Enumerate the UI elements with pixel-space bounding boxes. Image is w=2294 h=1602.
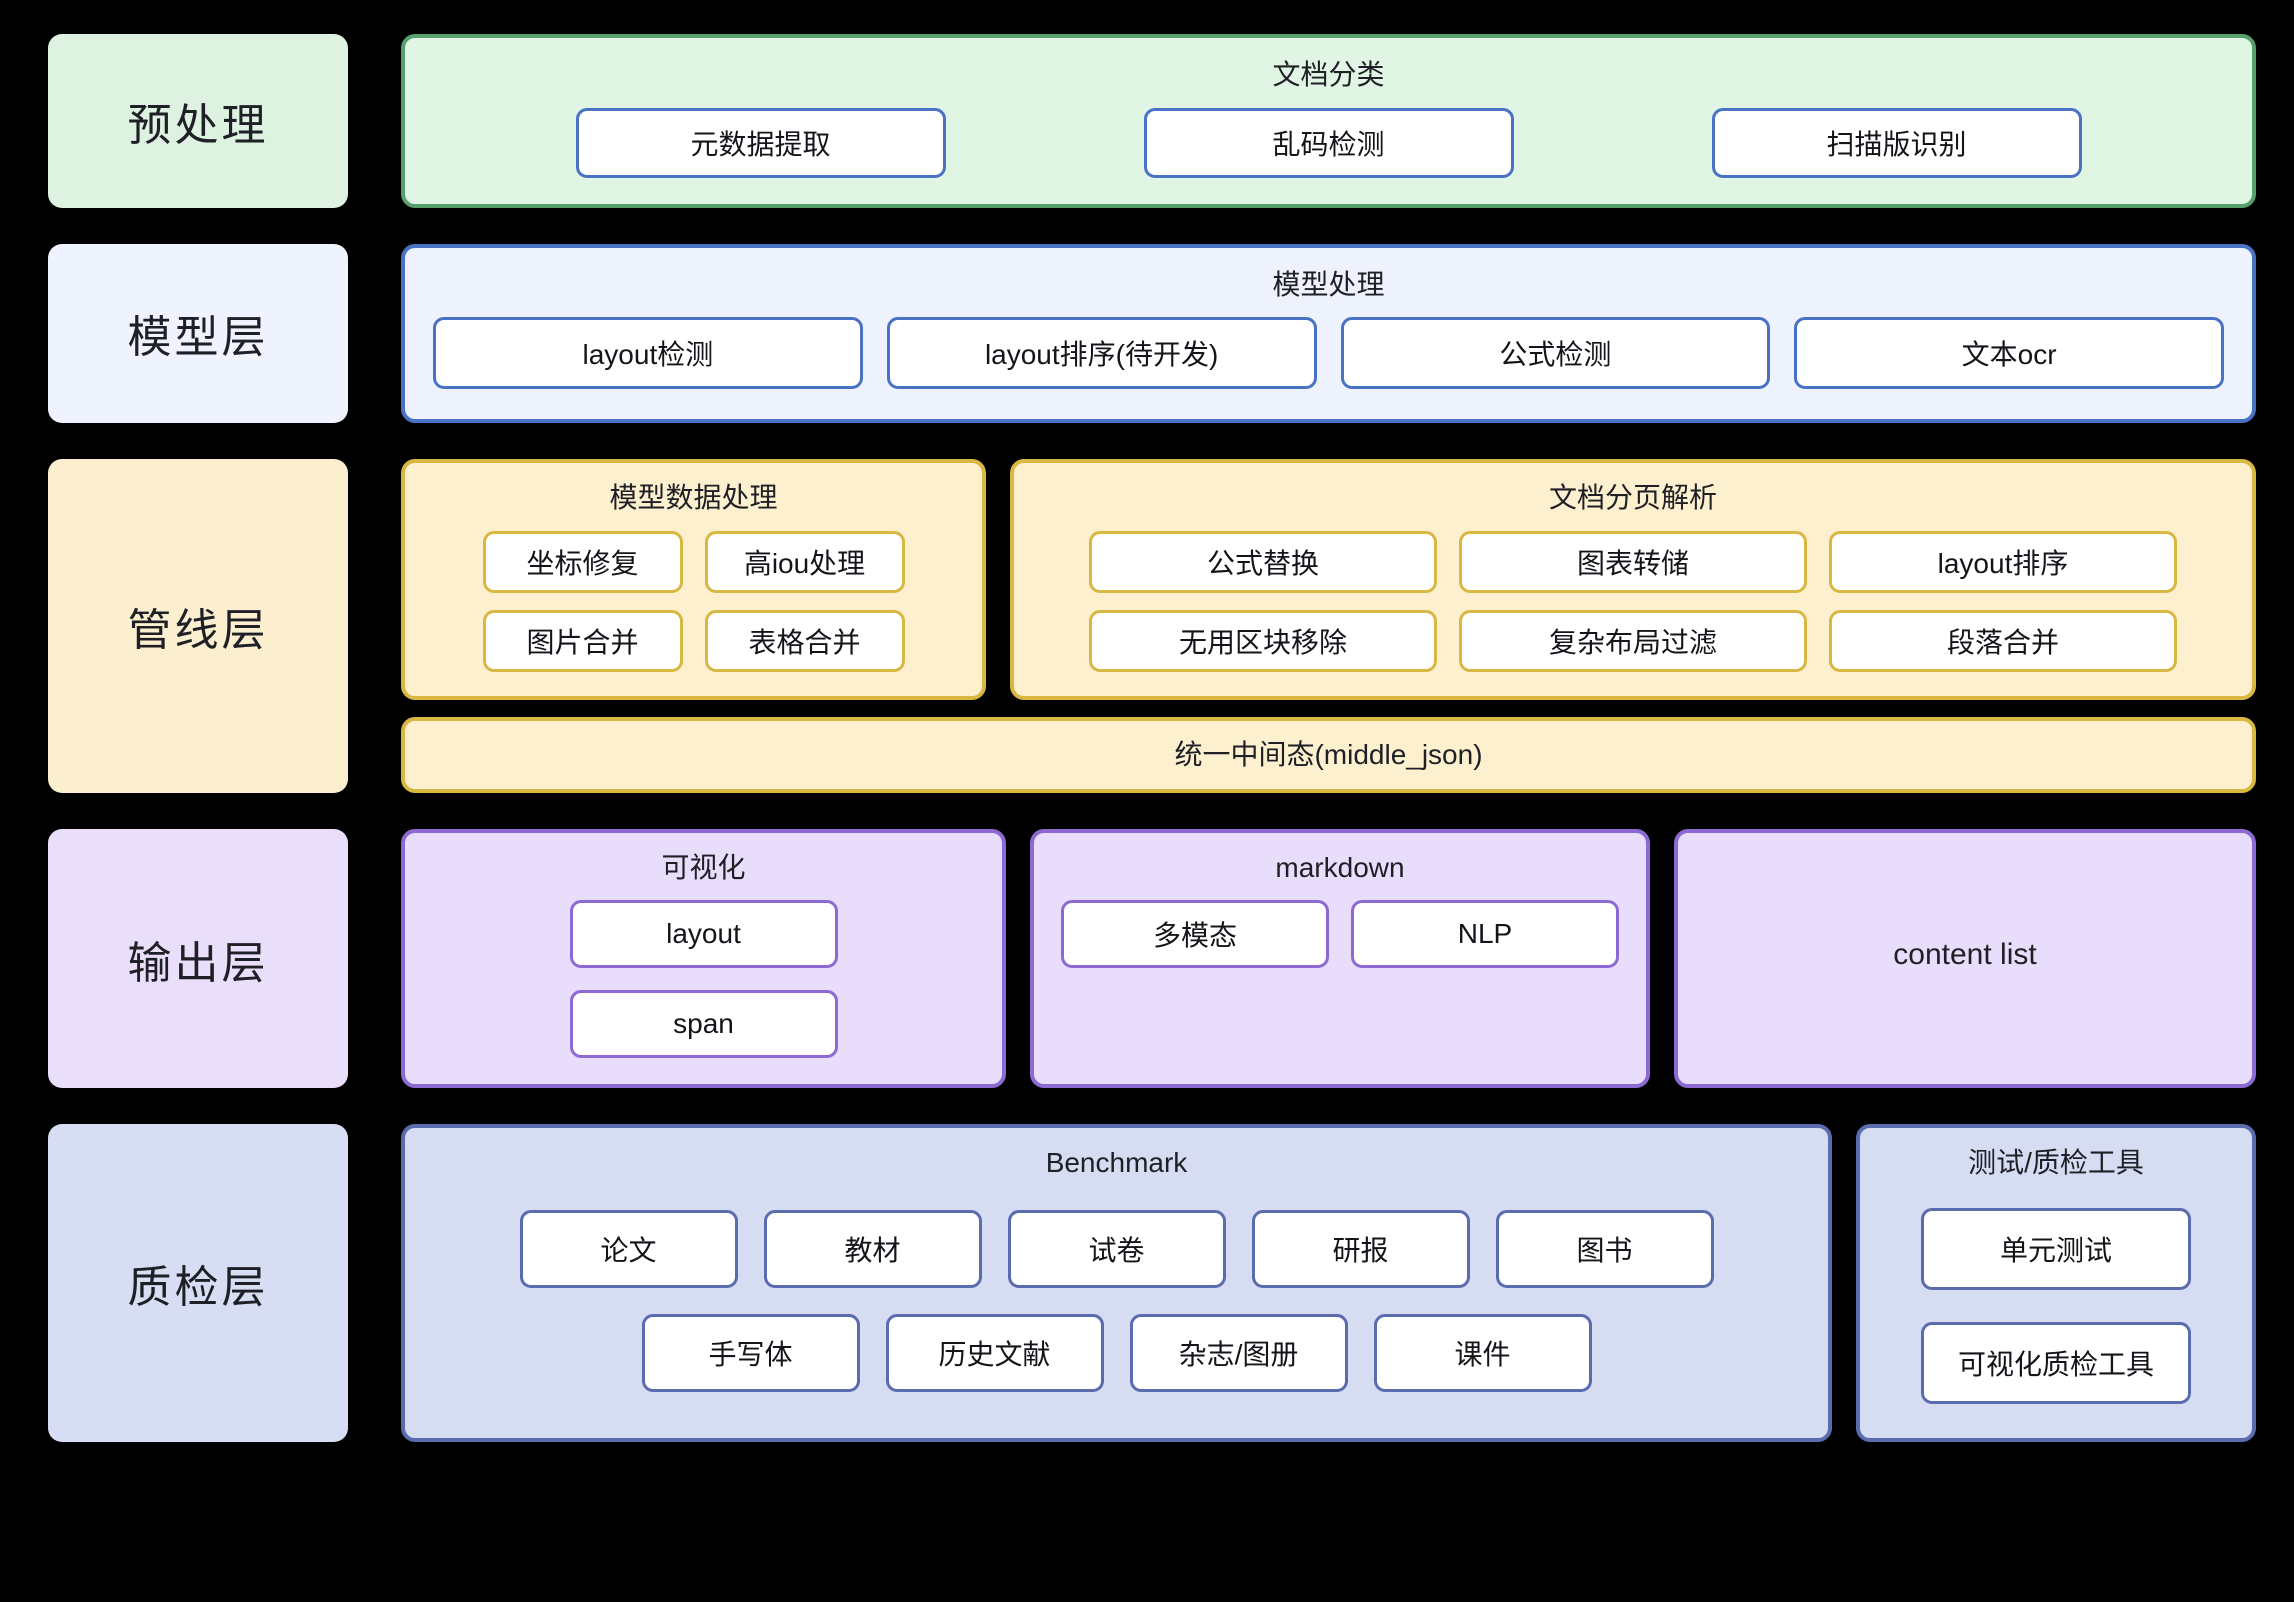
layer-label-text: 管线层 [127,605,269,655]
chip-coordinate-repair[interactable]: 坐标修复 [482,530,683,593]
group-panel-benchmark: Benchmark 论文 教材 试卷 研报 图书 手写体 历史文献 杂志/图册 … [401,1124,1832,1442]
chip-row: 元数据提取 乱码检测 扫描版识别 [431,107,2226,178]
group-panel-model-processing: 模型处理 layout检测 layout排序(待开发) 公式检测 文本ocr [401,243,2256,424]
layer-body-pipeline: 模型数据处理 坐标修复 高iou处理 图片合并 表格合并 文档分页解析 [401,459,2256,793]
chip-exam[interactable]: 试卷 [1007,1209,1226,1288]
chip-layout-detect[interactable]: layout检测 [433,317,863,390]
group-panel-document-classification: 文档分类 元数据提取 乱码检测 扫描版识别 [401,34,2256,208]
chip-chart-store[interactable]: 图表转储 [1459,530,1807,593]
chip-textbook[interactable]: 教材 [763,1209,982,1288]
layer-label-text: 预处理 [127,100,269,150]
group-panel-document-page-parsing: 文档分页解析 公式替换 图表转储 layout排序 无用区块移除 复杂布局过滤 … [1010,459,2256,700]
banner-middle-json: 统一中间态(middle_json) [401,716,2256,793]
chip-table-merge[interactable]: 表格合并 [704,609,905,672]
chip-layout-order[interactable]: layout排序 [1829,530,2177,593]
chip-multimodal[interactable]: 多模态 [1061,900,1329,969]
layer-label-model: 模型层 [48,243,348,424]
layer-label-qa: 质检层 [48,1124,348,1442]
layer-row-pipeline: 管线层 模型数据处理 坐标修复 高iou处理 图片合并 表格合并 [48,459,2256,793]
group-title: 文档分页解析 [1548,482,1717,514]
group-panel-visualization: 可视化 layout span [401,828,1006,1089]
chip-magazine-album[interactable]: 杂志/图册 [1129,1313,1348,1392]
group-panel-test-qa-tools: 测试/质检工具 单元测试 可视化质检工具 [1856,1124,2256,1442]
chip-useless-block-remove[interactable]: 无用区块移除 [1089,609,1437,672]
layer-label-text: 输出层 [127,938,269,988]
chip-row: 单元测试 [1921,1207,2191,1290]
group-title: 可视化 [661,851,746,883]
chip-unit-test[interactable]: 单元测试 [1921,1207,2191,1290]
layer-label-text: 质检层 [127,1263,269,1313]
group-panel-model-data-processing: 模型数据处理 坐标修复 高iou处理 图片合并 表格合并 [401,459,986,700]
chip-historical-document[interactable]: 历史文献 [885,1313,1104,1392]
group-panel-content-list: content list [1674,828,2256,1089]
chip-layout-order-wip[interactable]: layout排序(待开发) [886,317,1317,390]
chip-courseware[interactable]: 课件 [1373,1313,1592,1392]
chip-row: 坐标修复 高iou处理 [482,530,905,593]
layer-body-output: 可视化 layout span markdown 多模态 NLP content… [401,828,2256,1089]
layer-label-pipeline: 管线层 [48,459,348,793]
group-title: 测试/质检工具 [1968,1147,2144,1179]
pipeline-group-columns: 模型数据处理 坐标修复 高iou处理 图片合并 表格合并 文档分页解析 [401,459,2256,700]
chip-text-ocr[interactable]: 文本ocr [1794,317,2224,390]
chip-grid: 公式替换 图表转储 layout排序 无用区块移除 复杂布局过滤 段落合并 [1040,530,2226,672]
group-title: 模型数据处理 [609,482,778,514]
group-title: 模型处理 [1272,268,1385,300]
group-title: content list [1893,937,2037,971]
chip-formula-detect[interactable]: 公式检测 [1340,317,1771,390]
chip-image-merge[interactable]: 图片合并 [482,609,683,672]
chip-visual-qa-tool[interactable]: 可视化质检工具 [1921,1321,2191,1404]
chip-row: 可视化质检工具 [1921,1321,2191,1404]
chip-research-report[interactable]: 研报 [1251,1209,1470,1288]
chip-layout[interactable]: layout [569,900,838,969]
chip-row: 图片合并 表格合并 [482,609,905,672]
banner-label: 统一中间态(middle_json) [1174,738,1483,770]
chip-handwriting[interactable]: 手写体 [641,1313,860,1392]
chip-formula-replace[interactable]: 公式替换 [1089,530,1437,593]
chip-metadata-extract[interactable]: 元数据提取 [575,107,946,178]
layer-body-qa: Benchmark 论文 教材 试卷 研报 图书 手写体 历史文献 杂志/图册 … [401,1124,2256,1442]
chip-span[interactable]: span [569,990,838,1059]
chip-grid: 单元测试 可视化质检工具 [1886,1207,2226,1404]
layer-label-output: 输出层 [48,828,348,1089]
chip-high-iou-process[interactable]: 高iou处理 [704,530,905,593]
chip-paper[interactable]: 论文 [519,1209,738,1288]
layer-label-preprocess: 预处理 [48,34,348,208]
chip-row: 无用区块移除 复杂布局过滤 段落合并 [1089,609,2177,672]
group-panel-markdown: markdown 多模态 NLP [1030,828,1650,1089]
chip-row: layout span [429,900,978,1059]
chip-nlp[interactable]: NLP [1351,900,1619,969]
layer-body-model: 模型处理 layout检测 layout排序(待开发) 公式检测 文本ocr [401,243,2256,424]
chip-book[interactable]: 图书 [1495,1209,1714,1288]
chip-row: layout检测 layout排序(待开发) 公式检测 文本ocr [433,317,2224,390]
group-title: markdown [1275,851,1405,883]
layer-label-text: 模型层 [127,313,269,363]
chip-grid: 论文 教材 试卷 研报 图书 手写体 历史文献 杂志/图册 课件 [435,1209,1798,1392]
chip-row: 公式替换 图表转储 layout排序 [1089,530,2177,593]
layer-row-model: 模型层 模型处理 layout检测 layout排序(待开发) 公式检测 文本o… [48,243,2256,424]
group-title: 文档分类 [1272,59,1385,90]
chip-complex-layout-filter[interactable]: 复杂布局过滤 [1459,609,1807,672]
chip-row: 手写体 历史文献 杂志/图册 课件 [641,1313,1592,1392]
chip-paragraph-merge[interactable]: 段落合并 [1829,609,2177,672]
chip-row: 论文 教材 试卷 研报 图书 [519,1209,1714,1288]
layer-body-preprocess: 文档分类 元数据提取 乱码检测 扫描版识别 [401,34,2256,208]
layer-row-qa: 质检层 Benchmark 论文 教材 试卷 研报 图书 手写体 历史文献 [48,1124,2256,1442]
layer-row-preprocess: 预处理 文档分类 元数据提取 乱码检测 扫描版识别 [48,34,2256,208]
group-title: Benchmark [1045,1147,1188,1179]
chip-garbled-detect[interactable]: 乱码检测 [1143,107,1514,178]
chip-row: 多模态 NLP [1058,900,1622,969]
chip-scanned-recognize[interactable]: 扫描版识别 [1711,107,2082,178]
layer-row-output: 输出层 可视化 layout span markdown 多模态 NLP con… [48,828,2256,1089]
chip-grid: 坐标修复 高iou处理 图片合并 表格合并 [431,530,956,672]
